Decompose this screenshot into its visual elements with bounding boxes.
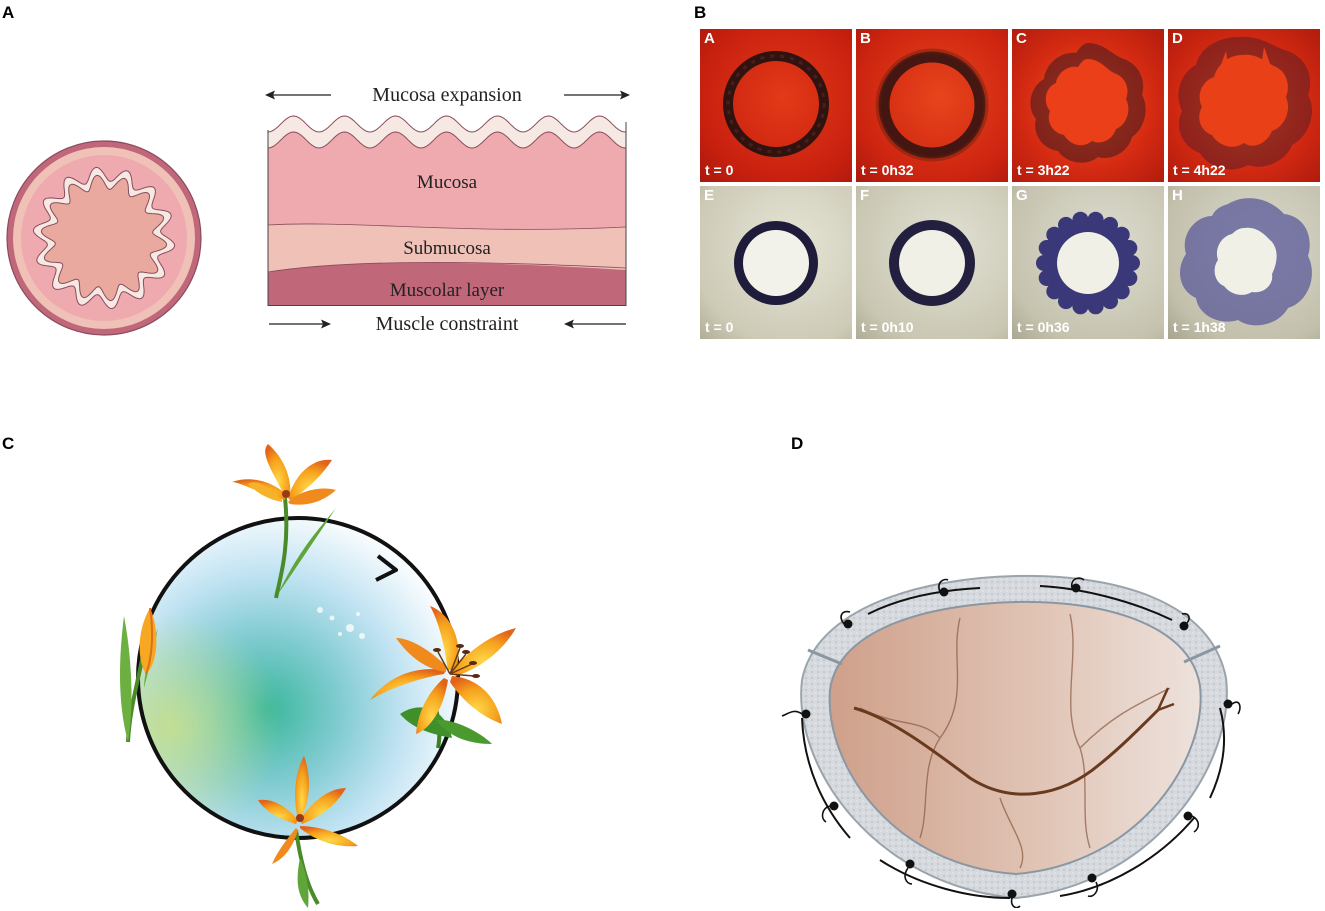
submucosa-label: Submucosa [403, 238, 491, 259]
frame-c-time: t = 3h22 [1017, 162, 1070, 178]
photo-frame-a: A t = 0 [700, 29, 852, 182]
frame-d-time: t = 4h22 [1173, 162, 1226, 178]
arrow-right-top [564, 90, 630, 100]
arrow-left-top [265, 90, 331, 100]
frame-h-time: t = 1h38 [1173, 319, 1226, 335]
frame-g-sublabel: G [1016, 187, 1028, 204]
mucosa-expansion-label: Mucosa expansion [372, 84, 522, 106]
ink-scallop [1038, 240, 1055, 256]
photo-frame-b: B t = 0h32 [856, 29, 1008, 182]
panel-a-letter: A [2, 3, 15, 22]
ink-scallop [1124, 255, 1140, 271]
photo-frame-e: E t = 0 [700, 186, 852, 339]
frame-f-sublabel: F [860, 187, 870, 204]
ink-scallop [1036, 255, 1052, 271]
intestine-cross-section [6, 140, 202, 336]
lily-bottom [258, 756, 358, 908]
arrow-right-bottom [269, 319, 331, 329]
frame-f-time: t = 0h10 [861, 319, 914, 335]
frame-d-sublabel: D [1172, 30, 1183, 47]
photo-frame-c: C t = 3h22 [1012, 29, 1164, 182]
photo-frame-d: D t = 4h22 [1168, 29, 1320, 182]
ink-scallop [1121, 270, 1138, 286]
panel-d-letter: D [791, 434, 804, 453]
lumen [40, 174, 168, 302]
frame-h-sublabel: H [1172, 187, 1183, 204]
ink-scallop [1102, 216, 1118, 233]
photo-frame-f: F t = 0h10 [856, 186, 1008, 339]
ink-scallop [1072, 211, 1089, 228]
frame-e-sublabel: E [704, 187, 715, 204]
lily-bloom [370, 606, 516, 749]
panel-c-letter: C [2, 434, 15, 453]
frame-a-sublabel: A [704, 30, 715, 47]
ink-scallop [1058, 293, 1074, 310]
photo-frame-g: G t = 0h36 [1012, 186, 1164, 339]
ink-scallop [1046, 226, 1063, 243]
suture-line [801, 585, 1226, 899]
frame-b-sublabel: B [860, 30, 871, 47]
ink-scallop [1121, 240, 1138, 256]
arrow-left-bottom [564, 319, 626, 329]
ink-scallop [1072, 298, 1089, 315]
ink-scallop [1113, 283, 1130, 300]
frame-a-time: t = 0 [705, 162, 734, 178]
photo-grid: A t = 0 B t = 0h32 C t = 3h22 D t = 4h22 [700, 29, 1324, 363]
ink-scallop [1087, 298, 1104, 315]
lily-top [232, 444, 336, 599]
ink-scallop [1102, 293, 1118, 310]
intestinal-wall-layers [267, 115, 627, 306]
ink-scallop [1113, 226, 1130, 243]
cycle-arrow-icon [375, 554, 398, 582]
muscolar-layer-label: Muscolar layer [389, 280, 505, 301]
muscle-constraint-label: Muscle constraint [375, 313, 519, 335]
lily-life-cycle [120, 444, 516, 908]
ink-scallop [1038, 270, 1055, 286]
frame-b-time: t = 0h32 [861, 162, 914, 178]
bladder-graft-illustration [781, 574, 1241, 908]
panel-b-letter: B [694, 3, 707, 22]
mucosa-label: Mucosa [416, 172, 478, 193]
frame-e-time: t = 0 [705, 319, 734, 335]
ink-scallop [1046, 283, 1063, 300]
ink-scallop [1087, 211, 1104, 228]
lily-bud [120, 607, 158, 743]
tissue-patch [828, 600, 1202, 876]
photo-frame-h: H t = 1h38 [1168, 186, 1320, 339]
frame-c-sublabel: C [1016, 30, 1027, 47]
ink-scallop [1058, 216, 1074, 233]
frame-g-time: t = 0h36 [1017, 319, 1070, 335]
main-vessel [853, 706, 1160, 796]
